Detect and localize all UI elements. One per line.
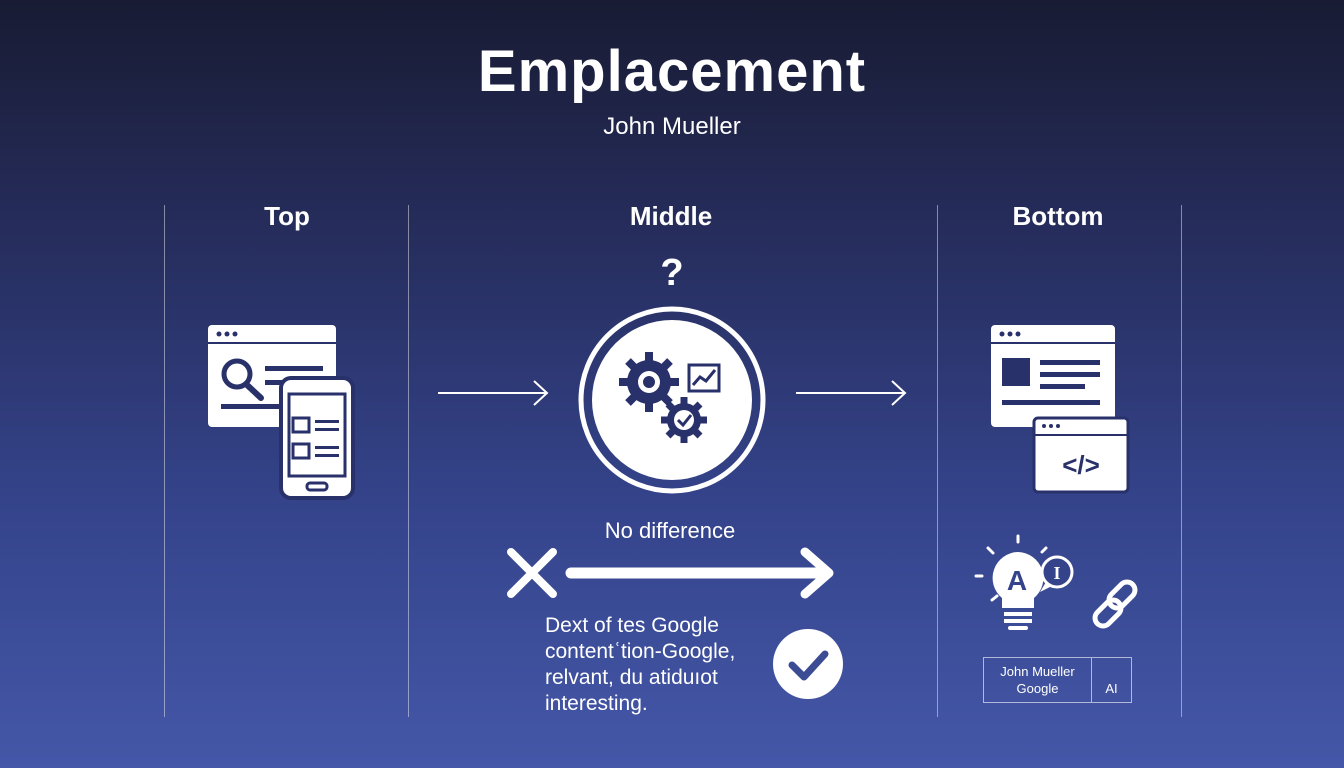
browser-code-icon: </> <box>991 325 1130 494</box>
bubble-letter: I <box>1053 563 1060 583</box>
cross-to-arrow-icon <box>507 547 834 599</box>
divider <box>937 205 938 717</box>
description-line: relvant, du atiduıot <box>545 666 718 689</box>
table-cell-line: John Mueller <box>1000 664 1075 679</box>
divider <box>164 205 165 717</box>
divider <box>1181 205 1182 717</box>
page-title: Emplacement <box>477 39 867 104</box>
page-subtitle: John Mueller <box>603 113 741 140</box>
browser-search-mobile-icon <box>208 325 355 500</box>
description-line: interesting. <box>545 692 648 715</box>
column-header-middle: Middle <box>629 201 713 231</box>
arrow-right-icon <box>796 380 907 406</box>
question-mark-icon: ? <box>660 252 684 294</box>
gears-circle-icon <box>578 306 766 494</box>
bulb-letter: A <box>1007 565 1027 596</box>
arrow-right-icon <box>438 380 549 406</box>
table-cell: AI <box>1105 680 1118 696</box>
column-header-bottom: Bottom <box>1012 201 1104 231</box>
table-cell-line: Google <box>1016 681 1059 696</box>
check-circle-icon <box>773 629 843 699</box>
code-symbol: </> <box>1062 450 1100 480</box>
description-line: contentʿtion-Google, <box>545 640 736 663</box>
ai-lightbulb-icon: A I <box>974 534 1074 630</box>
no-difference-label: No difference <box>604 518 736 543</box>
divider <box>408 205 409 717</box>
description-line: Dext of tes Google <box>545 614 719 637</box>
link-icon <box>1092 579 1138 629</box>
column-header-top: Top <box>264 201 310 231</box>
description-text: Dext of tes Google contentʿtion-Google, … <box>545 613 775 717</box>
